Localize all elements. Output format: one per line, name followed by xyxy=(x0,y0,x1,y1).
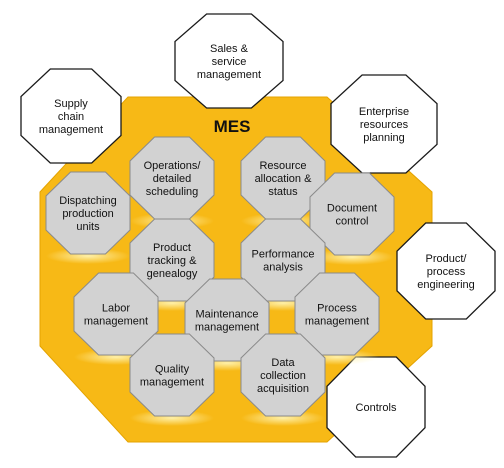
label-line: Quality xyxy=(155,363,190,375)
label-line: management xyxy=(305,315,369,327)
label-line: production xyxy=(62,208,113,220)
label-line: planning xyxy=(363,132,405,144)
label-line: scheduling xyxy=(146,186,199,198)
module-octagon xyxy=(240,333,326,417)
outer-system-controls: Controls xyxy=(326,356,426,458)
label-line: management xyxy=(84,315,148,327)
label-line: Resource xyxy=(259,160,306,172)
module-shadow xyxy=(46,248,130,264)
module-octagon xyxy=(294,272,380,356)
label-line: Product xyxy=(153,242,191,254)
outer-system-octagon xyxy=(330,74,438,174)
outer-systems-layer: Sales &servicemanagementSupplychainmanag… xyxy=(20,13,496,458)
label-line: Maintenance xyxy=(196,308,259,320)
outer-system-octagon xyxy=(326,356,426,458)
label-line: allocation & xyxy=(255,173,313,185)
module-shadow xyxy=(310,249,394,265)
label-line: Enterprise xyxy=(359,106,409,118)
module-octagon xyxy=(45,171,131,255)
module-octagon xyxy=(129,333,215,417)
label-line: Process xyxy=(317,302,357,314)
label-line: status xyxy=(268,186,298,198)
label-line: resources xyxy=(360,119,409,131)
label-line: engineering xyxy=(417,279,475,291)
label-line: management xyxy=(140,376,204,388)
label-line: Data xyxy=(271,357,295,369)
label-line: management xyxy=(197,69,261,81)
label-line: Document xyxy=(327,202,377,214)
label-line: analysis xyxy=(263,261,303,273)
outer-system-octagon xyxy=(20,68,122,164)
label-line: Labor xyxy=(102,302,130,314)
label-line: collection xyxy=(260,370,306,382)
label-line: acquisition xyxy=(257,383,309,395)
outer-system-octagon xyxy=(174,13,284,109)
label-line: management xyxy=(39,124,103,136)
label-line: control xyxy=(335,215,368,227)
label-line: genealogy xyxy=(147,268,198,280)
label-line: Dispatching xyxy=(59,195,116,207)
label-line: units xyxy=(76,221,100,233)
label-line: management xyxy=(195,321,259,333)
label-line: Controls xyxy=(356,402,397,414)
label-line: service xyxy=(212,56,247,68)
module-shadow xyxy=(130,410,214,426)
label-line: tracking & xyxy=(148,255,198,267)
label-line: Operations/ xyxy=(144,160,202,172)
module-shadow xyxy=(241,410,325,426)
label-line: Supply xyxy=(54,98,88,110)
label-line: chain xyxy=(58,111,84,123)
label-line: Product/ xyxy=(426,253,468,265)
label-line: process xyxy=(427,266,466,278)
outer-system-octagon xyxy=(396,222,496,320)
label-line: Sales & xyxy=(210,43,249,55)
label-line: Performance xyxy=(252,248,315,260)
mes-title: MES xyxy=(214,117,251,136)
module-octagon xyxy=(309,172,395,256)
label-line: detailed xyxy=(153,173,192,185)
